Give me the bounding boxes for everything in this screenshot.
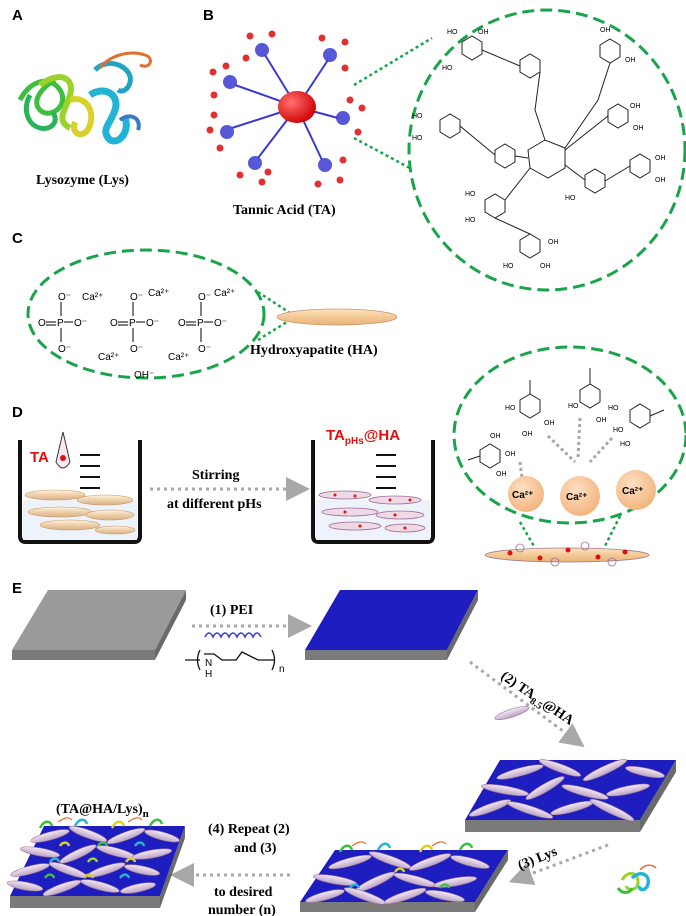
svg-text:O⁻: O⁻	[146, 318, 159, 329]
svg-text:HO: HO	[465, 217, 476, 224]
svg-text:HO: HO	[503, 263, 514, 270]
ta-ha-coated-substrate	[465, 756, 676, 832]
svg-text:HO: HO	[447, 29, 458, 36]
svg-text:HO: HO	[613, 427, 624, 434]
ta-ca-binding-bubble: OH OH OH HO OH OH HO OH HO HO HO Ca²⁺ Ca…	[454, 347, 686, 523]
ta-droplet-label: TA	[30, 449, 49, 466]
tannic-acid-caption: Tannic Acid (TA)	[233, 203, 336, 218]
svg-text:H: H	[205, 669, 212, 680]
d-connector-left	[520, 522, 535, 548]
pei-coated-substrate	[305, 590, 478, 660]
multilayer-product-label: (TA@HA/Lys)n	[56, 802, 149, 820]
svg-text:Ca²⁺: Ca²⁺	[148, 288, 169, 299]
d-connector-right	[604, 516, 620, 548]
svg-text:OH: OH	[625, 57, 636, 64]
svg-text:OH: OH	[600, 27, 611, 34]
svg-text:Ca²⁺: Ca²⁺	[512, 490, 533, 501]
svg-text:Ca²⁺: Ca²⁺	[82, 292, 103, 303]
step4-label-2: and (3)	[234, 841, 277, 856]
svg-text:OH: OH	[655, 155, 666, 162]
svg-text:N: N	[205, 658, 212, 669]
svg-text:OH: OH	[522, 431, 533, 438]
svg-text:OH: OH	[596, 417, 607, 424]
hydroxyapatite-caption: Hydroxyapatite (HA)	[250, 343, 378, 358]
svg-text:OH: OH	[633, 125, 644, 132]
beaker-ha-suspension: TA	[20, 432, 140, 542]
svg-text:P: P	[129, 318, 136, 329]
svg-text:OH: OH	[496, 471, 507, 478]
svg-text:HO: HO	[620, 441, 631, 448]
panel-b-letter: B	[203, 7, 214, 24]
bare-substrate	[12, 590, 186, 660]
svg-text:OH: OH	[630, 103, 641, 110]
panel-e-letter: E	[12, 580, 22, 597]
svg-text:HO: HO	[505, 405, 516, 412]
ta-coated-ha-rod	[485, 542, 649, 566]
panel-d-letter: D	[12, 404, 23, 421]
lysozyme-caption: Lysozyme (Lys)	[36, 173, 129, 188]
hydroxide-ion: OH⁻	[134, 370, 154, 381]
beaker-ta-ha: TApHs@HA	[313, 427, 433, 542]
svg-text:O: O	[110, 318, 118, 329]
lys-coated-substrate	[300, 842, 508, 912]
stirring-label: Stirring	[192, 468, 239, 483]
panel-a-letter: A	[12, 7, 23, 24]
multilayer-film	[7, 818, 185, 908]
ta-ha-rod-small	[494, 704, 531, 723]
svg-text:HO: HO	[442, 65, 453, 72]
svg-text:n: n	[279, 664, 285, 675]
ta-ph-ha-label: TApHs@HA	[326, 427, 400, 447]
pei-structure: N H n	[185, 633, 285, 680]
svg-text:O⁻: O⁻	[214, 318, 227, 329]
ta-core	[278, 91, 316, 123]
step2-label: (2) TA8.5@HA	[496, 669, 577, 732]
svg-text:O⁻: O⁻	[198, 344, 211, 355]
svg-text:OH: OH	[540, 263, 551, 270]
svg-text:OH: OH	[505, 451, 516, 458]
svg-text:O⁻: O⁻	[130, 344, 143, 355]
step4-label-3: to desired	[214, 885, 273, 900]
step3-label: (3) Lys	[516, 844, 560, 873]
svg-text:Ca²⁺: Ca²⁺	[622, 486, 643, 497]
hydroxyapatite-rod	[277, 309, 397, 325]
svg-text:O⁻: O⁻	[58, 292, 71, 303]
svg-text:Ca²⁺: Ca²⁺	[168, 352, 189, 363]
zoom-connector-top	[354, 38, 432, 85]
svg-text:HO: HO	[412, 135, 423, 142]
tannic-acid-cartoon	[207, 31, 366, 188]
svg-text:OH: OH	[544, 420, 555, 427]
svg-text:OH: OH	[478, 29, 489, 36]
stirring-label-ph: at different pHs	[167, 497, 262, 512]
step4-label-1: (4) Repeat (2)	[208, 822, 290, 837]
svg-text:HO: HO	[465, 191, 476, 198]
step2-arrow	[470, 662, 575, 740]
svg-text:O: O	[178, 318, 186, 329]
svg-text:Ca²⁺: Ca²⁺	[98, 352, 119, 363]
svg-text:O⁻: O⁻	[198, 292, 211, 303]
svg-text:OH: OH	[490, 433, 501, 440]
svg-text:OH: OH	[548, 239, 559, 246]
svg-text:O: O	[38, 318, 46, 329]
step4-label-4: number (n)	[208, 903, 276, 916]
svg-text:OH: OH	[655, 177, 666, 184]
svg-text:O⁻: O⁻	[130, 292, 143, 303]
tannic-acid-structure-bubble: HO OH HO OH OH OH OH HO HO OH OH HO HO H…	[409, 10, 685, 290]
svg-text:HO: HO	[412, 113, 423, 120]
hydroxyapatite-bubble: O⁻ O P O⁻ O⁻ O⁻ O P O⁻ O⁻ O⁻ O P O⁻	[28, 250, 264, 381]
svg-text:Ca²⁺: Ca²⁺	[566, 492, 587, 503]
lysozyme-small	[618, 865, 656, 892]
svg-text:Ca²⁺: Ca²⁺	[214, 288, 235, 299]
svg-text:HO: HO	[565, 195, 576, 202]
lysozyme-ribbon	[20, 53, 150, 141]
svg-text:O⁻: O⁻	[74, 318, 87, 329]
svg-text:P: P	[197, 318, 204, 329]
svg-text:O⁻: O⁻	[58, 344, 71, 355]
step1-label: (1) PEI	[210, 603, 253, 618]
panel-c-letter: C	[12, 230, 23, 247]
svg-text:P: P	[57, 318, 64, 329]
svg-text:HO: HO	[608, 405, 619, 412]
svg-text:HO: HO	[568, 403, 579, 410]
